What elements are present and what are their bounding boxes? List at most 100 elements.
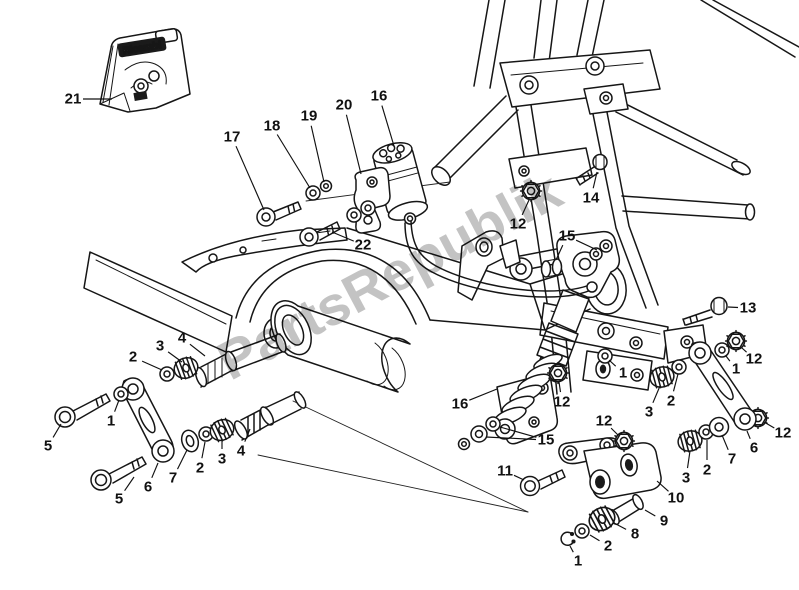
- shock-bushing-washer: [457, 437, 471, 451]
- callout-number: 16: [452, 396, 469, 413]
- washer-19: [319, 179, 333, 193]
- reservoir-bracket: [353, 166, 391, 234]
- leader-line: [727, 306, 739, 309]
- callout-number: 18: [264, 118, 281, 135]
- callout-number: 14: [583, 190, 600, 207]
- leader-line: [569, 545, 574, 553]
- leader-line: [644, 509, 656, 517]
- leader-line: [499, 426, 537, 438]
- leader-line: [656, 480, 669, 492]
- leader-line: [469, 388, 498, 401]
- callout-number: 8: [631, 526, 639, 543]
- callout-number: 19: [301, 108, 318, 125]
- callout-3: 3: [156, 338, 183, 363]
- callout-number: 12: [596, 413, 613, 430]
- callout-11: 11: [497, 463, 525, 481]
- callout-3: 3: [218, 441, 226, 468]
- linkage-arm-left: [54, 377, 307, 491]
- leader-line: [672, 373, 679, 392]
- shock-bushing-washer: [485, 416, 501, 432]
- bolt-22: [299, 200, 376, 247]
- bolt-5-upper: [54, 393, 111, 428]
- callout-2: 2: [196, 441, 206, 477]
- leader-line: [276, 134, 311, 189]
- leader-line: [244, 428, 251, 442]
- callout-8: 8: [613, 522, 639, 543]
- leader-line: [52, 423, 62, 438]
- leader-line: [331, 231, 355, 242]
- leader-line: [141, 360, 163, 371]
- callout-number: 21: [65, 91, 82, 108]
- leader-line: [167, 351, 183, 363]
- callout-number: 2: [129, 349, 137, 366]
- callout-number: 3: [682, 470, 690, 487]
- callout-2: 2: [703, 440, 711, 479]
- callout-number: 5: [115, 491, 123, 508]
- callout-1: 1: [608, 359, 627, 382]
- callout-12: 12: [741, 347, 763, 368]
- leader-line: [345, 114, 362, 175]
- bracket-bolt-17: [256, 201, 302, 227]
- callout-2: 2: [589, 534, 612, 555]
- callout-9: 9: [644, 509, 668, 530]
- callout-3: 3: [682, 450, 691, 487]
- leader-line: [521, 199, 530, 216]
- leader-line: [176, 449, 188, 470]
- leader-line: [589, 534, 600, 542]
- callout-number: 12: [510, 216, 527, 233]
- callout-12: 12: [763, 421, 792, 442]
- bolt-5-lower: [90, 456, 147, 491]
- leader-line: [746, 430, 751, 440]
- callout-number: 20: [336, 97, 353, 114]
- leader-line: [592, 171, 598, 189]
- callout-number: 7: [169, 470, 177, 487]
- guide-line: [257, 454, 529, 513]
- leader-line: [151, 462, 159, 479]
- washer-18: [305, 185, 321, 201]
- callout-number: 1: [574, 553, 582, 570]
- callout-number: 12: [746, 351, 763, 368]
- callout-16: 16: [371, 88, 395, 147]
- callout-number: 12: [775, 425, 792, 442]
- callout-number: 3: [645, 404, 653, 421]
- callout-14: 14: [583, 171, 600, 207]
- leader-line: [189, 343, 206, 357]
- callout-1: 1: [569, 545, 582, 570]
- leader-line: [513, 474, 525, 481]
- callout-16: 16: [452, 388, 498, 413]
- leader-line: [763, 421, 775, 429]
- callout-number: 2: [196, 460, 204, 477]
- spacer-4-lower: [233, 391, 307, 441]
- leader-line: [381, 105, 395, 147]
- callout-2: 2: [667, 373, 679, 410]
- swingarm: [83, 227, 627, 393]
- callout-number: 7: [728, 451, 736, 468]
- callout-5: 5: [115, 476, 135, 508]
- callout-6: 6: [746, 430, 758, 457]
- leader-line: [124, 476, 135, 492]
- callout-6: 6: [144, 462, 159, 496]
- callout-1: 1: [107, 399, 120, 430]
- leader-line: [741, 347, 747, 353]
- leader-line: [652, 385, 661, 404]
- callout-4: 4: [178, 330, 206, 357]
- shock-absorber: [457, 230, 621, 451]
- callout-number: 4: [178, 330, 187, 347]
- callout-number: 12: [554, 394, 571, 411]
- callout-number: 1: [107, 413, 115, 430]
- leader-line: [485, 436, 537, 441]
- callout-number: 1: [732, 361, 740, 378]
- leader-line: [201, 441, 206, 459]
- callout-20: 20: [336, 97, 362, 175]
- callout-number: 6: [144, 479, 152, 496]
- bearing-8: [584, 502, 620, 536]
- callout-13: 13: [727, 300, 756, 317]
- callout-15: 15: [485, 426, 555, 449]
- leader-line: [114, 399, 120, 412]
- callout-number: 2: [604, 538, 612, 555]
- callout-number: 15: [538, 432, 555, 449]
- leader-line: [310, 125, 325, 183]
- callouts: 2117181920162212141513121123121612121511…: [44, 88, 792, 570]
- callout-1: 1: [725, 355, 740, 378]
